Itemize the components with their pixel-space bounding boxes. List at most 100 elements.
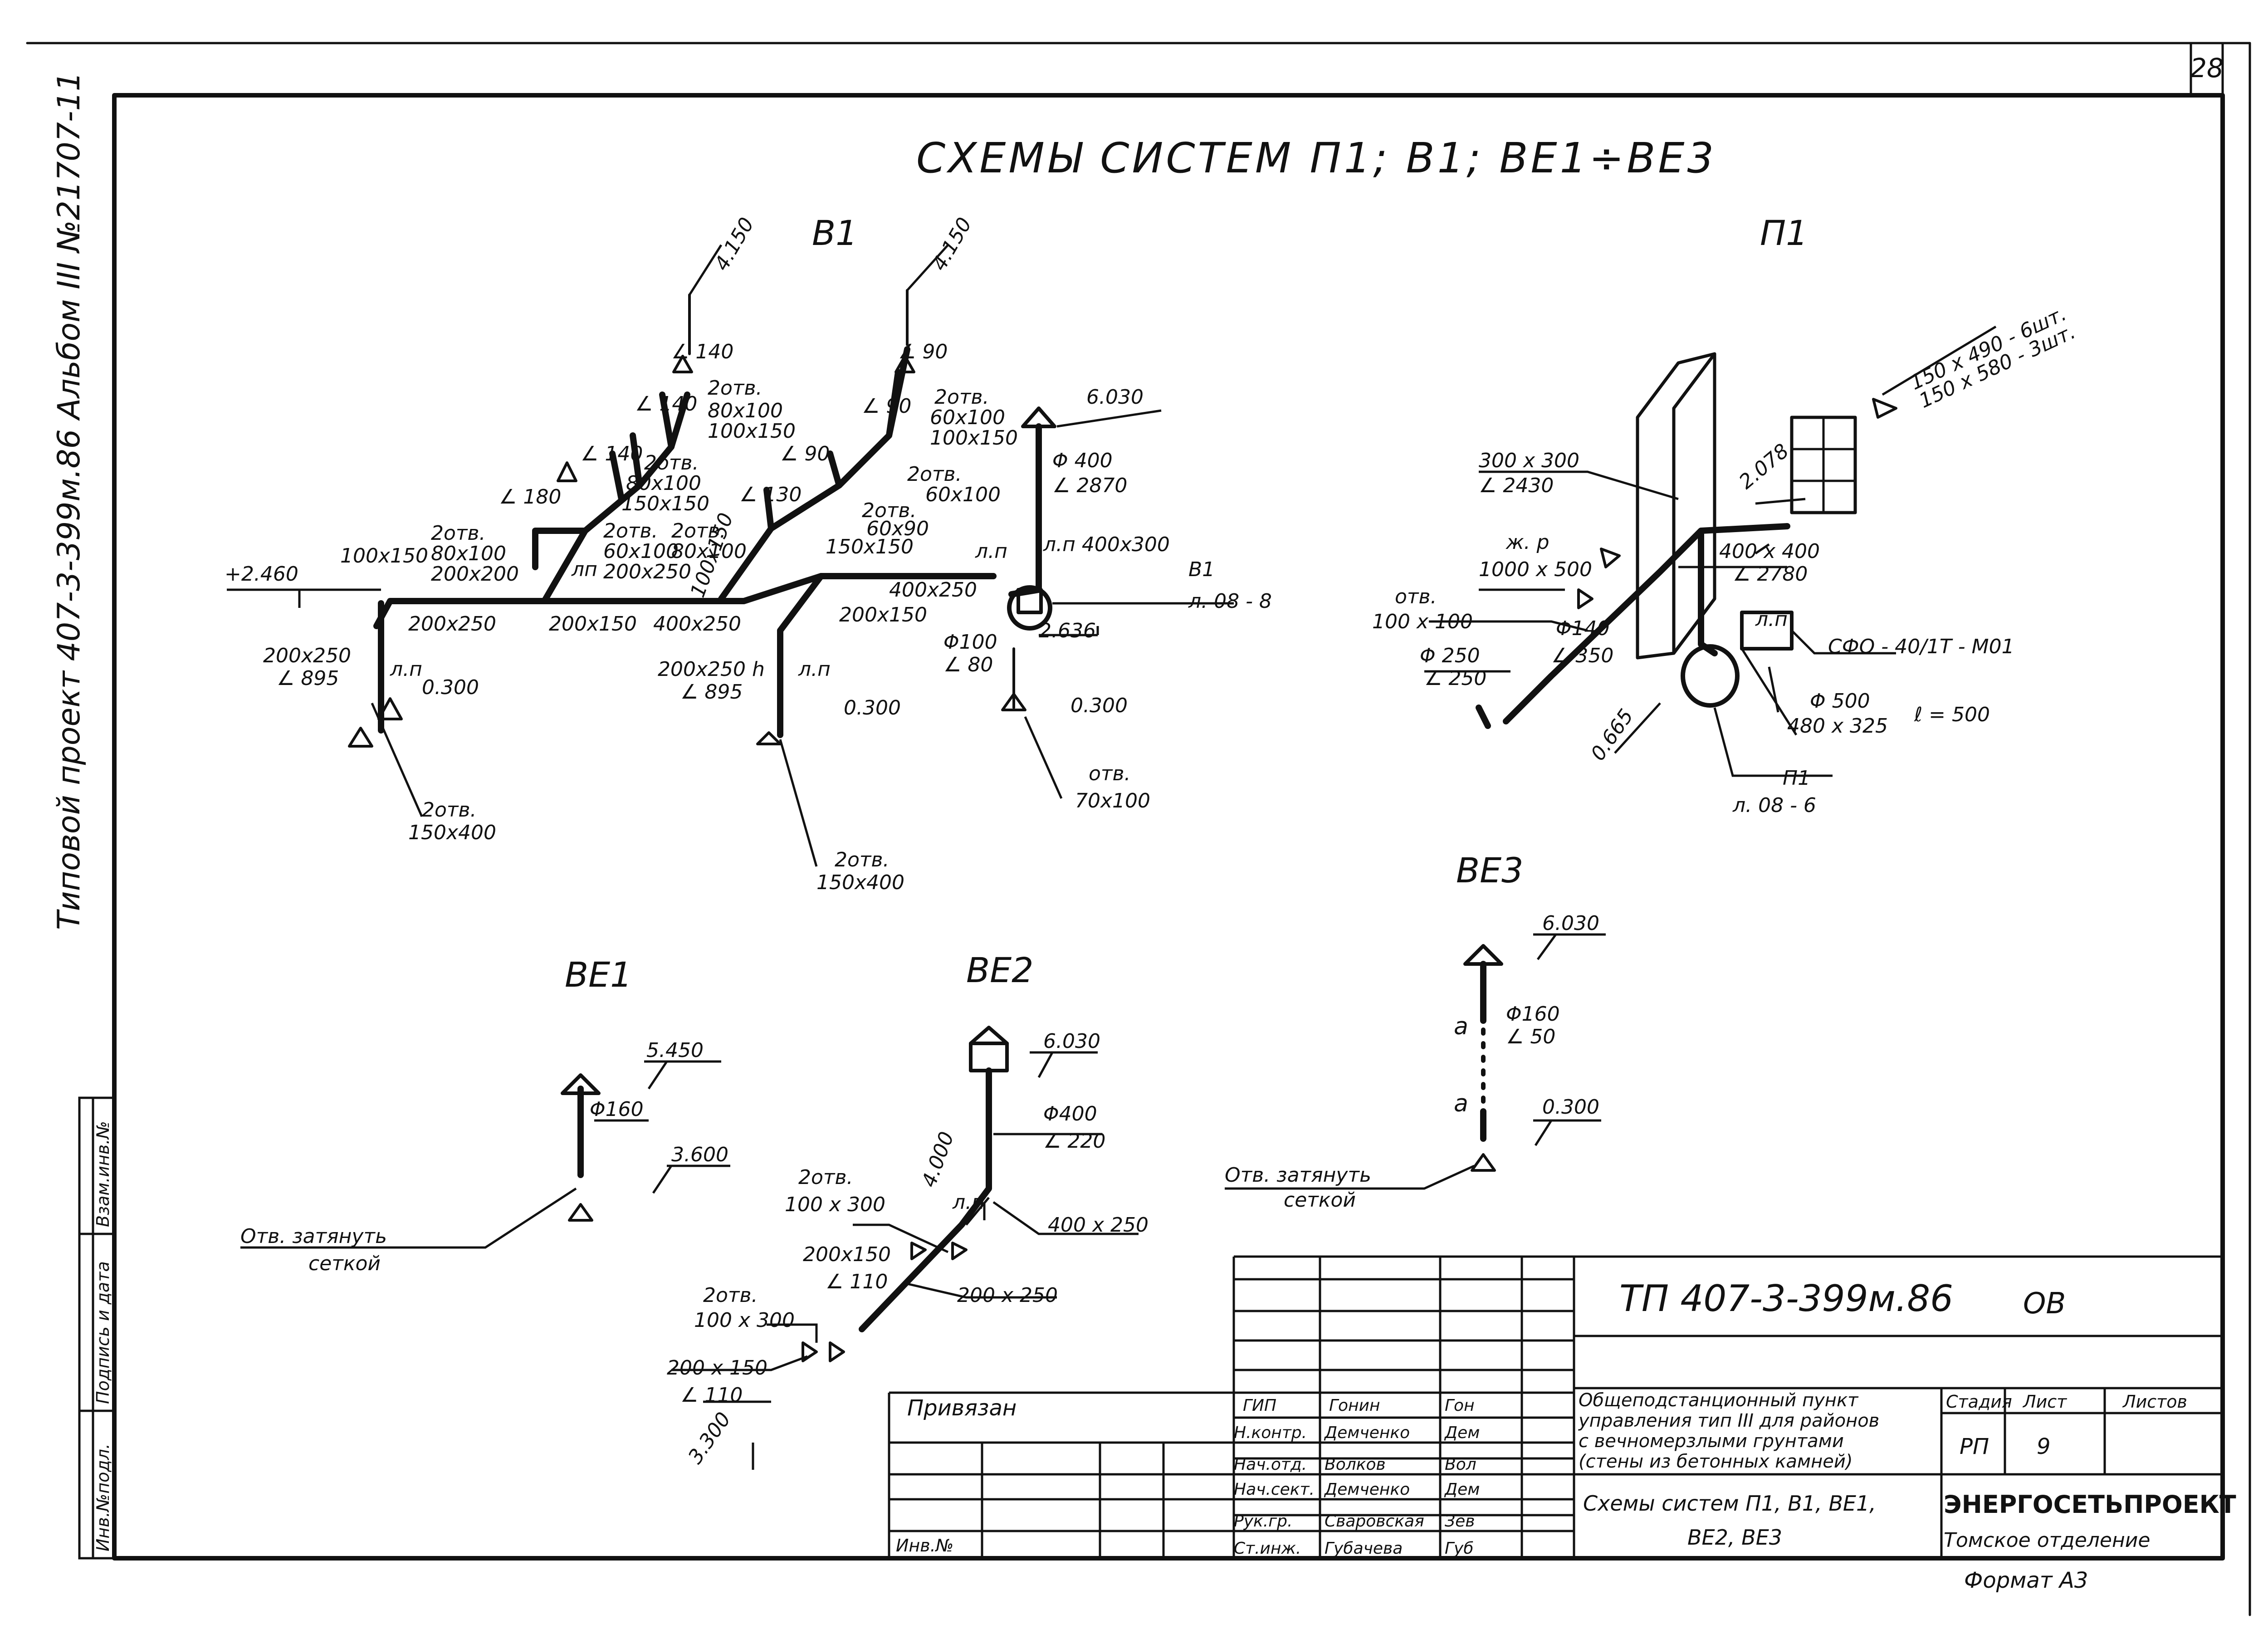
- svg-text:a: a: [1454, 1090, 1468, 1117]
- svg-text:0.300: 0.300: [844, 696, 901, 719]
- svg-text:Стадия: Стадия: [1946, 1392, 2012, 1412]
- svg-text:ГИП: ГИП: [1243, 1396, 1276, 1415]
- svg-text:200x250 h: 200x250 h: [658, 658, 765, 681]
- svg-text:л. 08 - 8: л. 08 - 8: [1188, 590, 1272, 613]
- sheet-number: 28: [2190, 53, 2224, 83]
- svg-text:2отв.: 2отв.: [862, 499, 916, 522]
- svg-text:80x100: 80x100: [671, 540, 747, 563]
- svg-text:Гонин: Гонин: [1329, 1396, 1380, 1415]
- svg-text:480 x 325: 480 x 325: [1787, 714, 1888, 738]
- svg-text:л.п: л.п: [1755, 608, 1788, 631]
- svg-text:2отв.: 2отв.: [703, 1284, 758, 1307]
- svg-text:Нач.сект.: Нач.сект.: [1234, 1480, 1315, 1499]
- svg-text:200x150: 200x150: [549, 612, 637, 636]
- svg-text:л.п: л.п: [798, 658, 831, 681]
- svg-text:2отв.: 2отв.: [431, 522, 485, 545]
- svg-text:200x150: 200x150: [839, 603, 927, 626]
- svg-text:Сваровская: Сваровская: [1325, 1512, 1424, 1531]
- svg-text:∠ 130: ∠ 130: [739, 483, 802, 506]
- svg-text:Φ 250: Φ 250: [1420, 644, 1480, 667]
- svg-text:∠ 895: ∠ 895: [277, 667, 339, 690]
- svg-text:∠ 2430: ∠ 2430: [1479, 474, 1554, 497]
- svg-text:сеткой: сеткой: [1284, 1189, 1356, 1212]
- svg-text:2отв.: 2отв.: [644, 451, 699, 475]
- svg-text:Отв. затянуть: Отв. затянуть: [1225, 1164, 1371, 1187]
- svg-text:∠ 80: ∠ 80: [943, 653, 993, 676]
- svg-text:л.п 400x300: л.п 400x300: [1043, 533, 1170, 556]
- svg-text:2отв.: 2отв.: [798, 1166, 853, 1189]
- svg-text:400x250: 400x250: [889, 578, 977, 602]
- svg-text:л.п: л.п: [390, 658, 422, 681]
- svg-text:∠ 90: ∠ 90: [862, 395, 911, 418]
- svg-text:∠ 110: ∠ 110: [680, 1384, 743, 1407]
- svg-text:300 x 300: 300 x 300: [1479, 449, 1579, 472]
- svg-text:Вол: Вол: [1445, 1455, 1476, 1474]
- svg-text:150x150: 150x150: [621, 492, 709, 515]
- svg-text:150x400: 150x400: [408, 821, 496, 844]
- svg-text:Схемы систем П1, В1, ВЕ1,: Схемы систем П1, В1, ВЕ1,: [1583, 1491, 1876, 1516]
- svg-text:9: 9: [2037, 1434, 2051, 1459]
- svg-text:6.030: 6.030: [1086, 386, 1144, 409]
- side-stamp-inv: Инв.№подл.: [93, 1443, 113, 1551]
- svg-text:400 x 400: 400 x 400: [1719, 540, 1820, 563]
- side-project-text: Типовой проект 407-3-399м.86 Альбом III …: [51, 72, 87, 930]
- svg-text:100x150: 100x150: [930, 426, 1018, 450]
- svg-text:∠ 220: ∠ 220: [1043, 1130, 1105, 1153]
- svg-text:∠ 895: ∠ 895: [680, 680, 743, 704]
- system-p1: П1 150 x 490 - 6шт. 150 x 580 - 3шт. 300…: [1372, 213, 2079, 817]
- svg-text:ВЕ2, ВЕ3: ВЕ2, ВЕ3: [1687, 1525, 1782, 1550]
- be3-system-label: ВЕ3: [1456, 850, 1524, 890]
- svg-text:4.150: 4.150: [710, 214, 758, 275]
- svg-text:Нач.отд.: Нач.отд.: [1234, 1455, 1307, 1474]
- system-be1: ВЕ1 5.450 Φ160 3.600 Отв. затянуть сетко…: [240, 954, 730, 1275]
- svg-text:Губачева: Губачева: [1325, 1539, 1403, 1558]
- svg-text:сеткой: сеткой: [308, 1252, 381, 1275]
- svg-text:60x100: 60x100: [930, 406, 1005, 429]
- title-block: ТП 407-3-399м.86 ОВ Привязан Инв.№ ГИП Н…: [888, 1255, 2236, 1558]
- svg-text:Φ 500: Φ 500: [1810, 690, 1870, 713]
- svg-text:200 x 150: 200 x 150: [667, 1356, 767, 1380]
- svg-text:П1: П1: [1783, 767, 1810, 790]
- svg-text:Φ 400: Φ 400: [1052, 449, 1113, 472]
- svg-text:6.030: 6.030: [1043, 1030, 1100, 1053]
- svg-text:60x100: 60x100: [925, 483, 1001, 506]
- svg-text:1000 x 500: 1000 x 500: [1479, 558, 1592, 581]
- svg-text:5.450: 5.450: [646, 1039, 704, 1062]
- svg-text:80x100: 80x100: [626, 472, 701, 495]
- side-stamp-replace: Взам.инв.№: [93, 1121, 113, 1227]
- svg-text:Губ: Губ: [1445, 1539, 1474, 1558]
- p1-wall: [1636, 352, 1716, 660]
- svg-text:200x150: 200x150: [803, 1243, 891, 1266]
- svg-text:ℓ = 500: ℓ = 500: [1914, 703, 1990, 726]
- side-stamp: Взам.инв.№ Подпись и дата Инв.№подл.: [78, 1096, 116, 1560]
- p1-ducts: [1476, 523, 1790, 729]
- doc-mark: ОВ: [2023, 1287, 2066, 1321]
- sheet-frame: [112, 93, 2225, 1561]
- side-stamp-signature: Подпись и дата: [93, 1261, 113, 1404]
- svg-text:∠ 110: ∠ 110: [826, 1270, 888, 1293]
- svg-text:4.150: 4.150: [928, 214, 976, 275]
- svg-text:150x400: 150x400: [816, 871, 904, 894]
- svg-text:100 x 300: 100 x 300: [694, 1309, 795, 1332]
- svg-text:a: a: [1454, 1013, 1468, 1040]
- svg-text:∠ 180: ∠ 180: [499, 485, 561, 509]
- svg-text:Φ400: Φ400: [1043, 1102, 1097, 1125]
- svg-text:Демченко: Демченко: [1324, 1480, 1410, 1499]
- svg-text:Дем: Дем: [1444, 1424, 1480, 1442]
- svg-text:ж. р: ж. р: [1505, 531, 1549, 554]
- format-label: Формат А3: [1964, 1568, 2088, 1593]
- svg-text:∠ 2870: ∠ 2870: [1052, 474, 1127, 497]
- dept-name: Томское отделение: [1944, 1529, 2150, 1552]
- svg-text:Волков: Волков: [1325, 1455, 1386, 1474]
- svg-text:Общеподстанционный пункт: Общеподстанционный пункт: [1579, 1390, 1859, 1411]
- svg-text:2отв.: 2отв.: [708, 377, 762, 400]
- privyazan-label: Привязан: [907, 1395, 1017, 1421]
- svg-text:2.078: 2.078: [1735, 439, 1793, 494]
- svg-text:Φ140: Φ140: [1556, 617, 1610, 640]
- svg-text:∠ 90: ∠ 90: [898, 340, 948, 363]
- svg-text:управления тип III для районов: управления тип III для районов: [1578, 1410, 1879, 1431]
- svg-text:2отв.: 2отв.: [422, 798, 476, 822]
- svg-text:80x100: 80x100: [708, 399, 783, 422]
- svg-text:100 x 300: 100 x 300: [785, 1193, 885, 1216]
